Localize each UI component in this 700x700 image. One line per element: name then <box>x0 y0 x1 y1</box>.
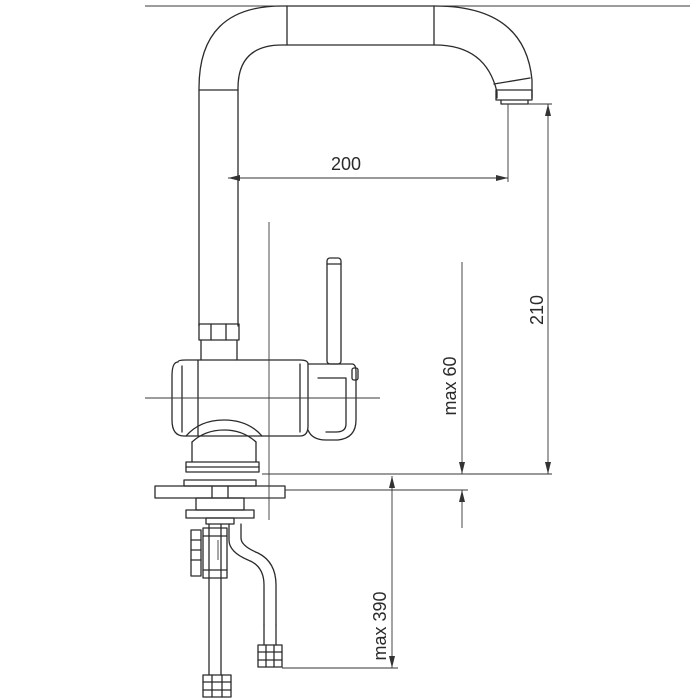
mounting-base <box>154 461 286 525</box>
faucet-body <box>171 359 309 463</box>
dimension-label-spout-height: 210 <box>527 295 547 325</box>
spout-collar <box>198 323 240 361</box>
dimension-spout-reach: 200 <box>228 104 509 182</box>
dimension-label-deck-thickness: max 60 <box>440 356 460 415</box>
spout <box>198 5 533 327</box>
supply-hoses <box>190 523 283 698</box>
dimension-connection-length: max 390 <box>282 476 398 669</box>
dimension-label-connection-length: max 390 <box>370 591 390 660</box>
dimension-spout-height: 210 <box>468 103 552 475</box>
lever-handle <box>307 257 359 441</box>
dimension-label-spout-reach: 200 <box>331 154 361 174</box>
dimension-deck-thickness: max 60 <box>440 262 465 528</box>
